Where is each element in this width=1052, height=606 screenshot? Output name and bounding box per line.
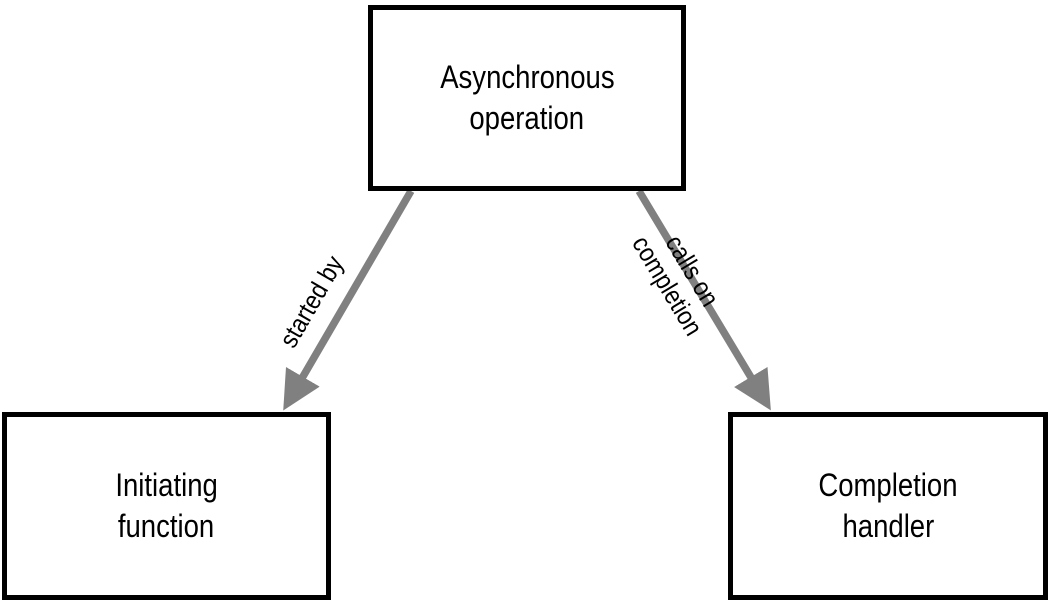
node-initiating-function[interactable]: Initiating function	[2, 412, 331, 600]
node-label-line-1: Completion	[818, 467, 958, 504]
node-label-line-2: operation	[469, 100, 585, 136]
node-label-line-1: Asynchronous	[439, 59, 615, 96]
node-label-line-2: function	[118, 508, 215, 544]
node-asynchronous-operation[interactable]: Asynchronous operation	[368, 5, 686, 191]
node-label-line-2: handler	[842, 508, 934, 544]
edge-calls-on-completion-line	[635, 189, 771, 411]
edge-started-by-line	[283, 189, 415, 411]
node-completion-handler[interactable]: Completion handler	[728, 412, 1048, 600]
node-label-line-1: Initiating	[115, 467, 218, 504]
